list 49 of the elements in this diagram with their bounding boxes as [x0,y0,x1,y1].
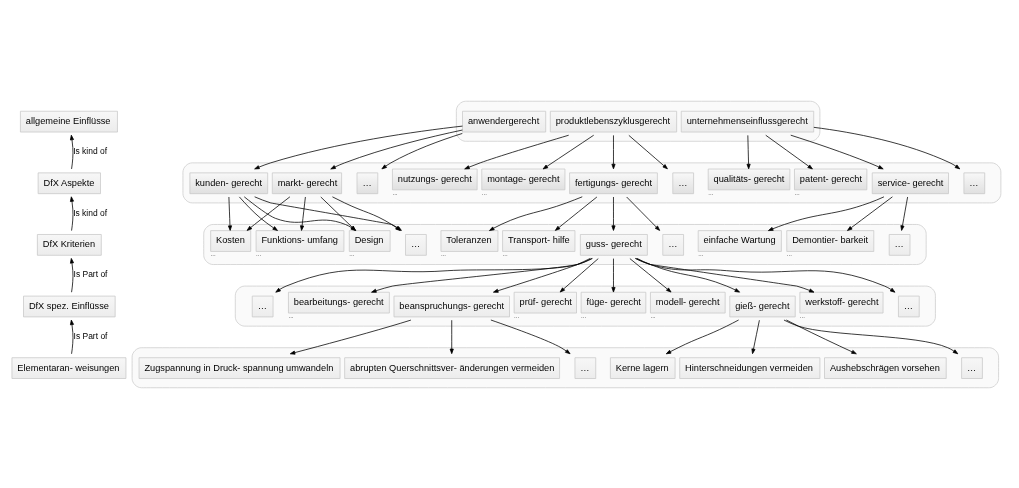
arrow [626,196,661,231]
arrow [464,134,570,169]
arrow [900,196,908,231]
arrow [628,134,668,169]
edge-label: Is Part of [73,330,108,341]
edge-label: Is kind of [73,207,108,218]
arrow [635,257,815,293]
arrow [320,196,356,231]
arrow [490,319,571,354]
arrow [783,319,959,354]
arrow [767,195,885,231]
arrow [70,257,74,293]
arrow [70,319,74,354]
arrow [228,196,232,231]
arrow [786,319,857,354]
arrow [300,196,306,231]
cluster [455,100,821,142]
arrow [611,257,616,292]
arrow [289,319,412,355]
arrow [629,257,672,292]
arrow [381,132,463,169]
arrow [238,196,278,231]
arrow [765,134,813,169]
arrow [751,319,760,354]
arrow [330,129,463,169]
arrow [371,257,593,293]
arrow [634,257,896,293]
arrow [559,257,599,292]
arrow [665,319,740,354]
arrow [542,134,595,169]
arrow [449,319,454,354]
arrow [554,196,598,231]
arrow [275,257,593,293]
arrow [636,257,740,293]
arrow [70,195,74,231]
arrow [611,196,616,231]
arrow [70,134,74,169]
arrow [493,257,591,293]
arrow [611,134,616,169]
arrow [246,195,291,231]
arrow [790,134,884,169]
arrow [847,195,893,231]
arrow [746,134,751,169]
arrow [243,195,357,231]
arrow [813,126,961,169]
edge-label: Is kind of [73,145,108,156]
arrow [489,195,583,231]
edge-label: Is Part of [73,268,108,279]
arrow [254,125,463,169]
